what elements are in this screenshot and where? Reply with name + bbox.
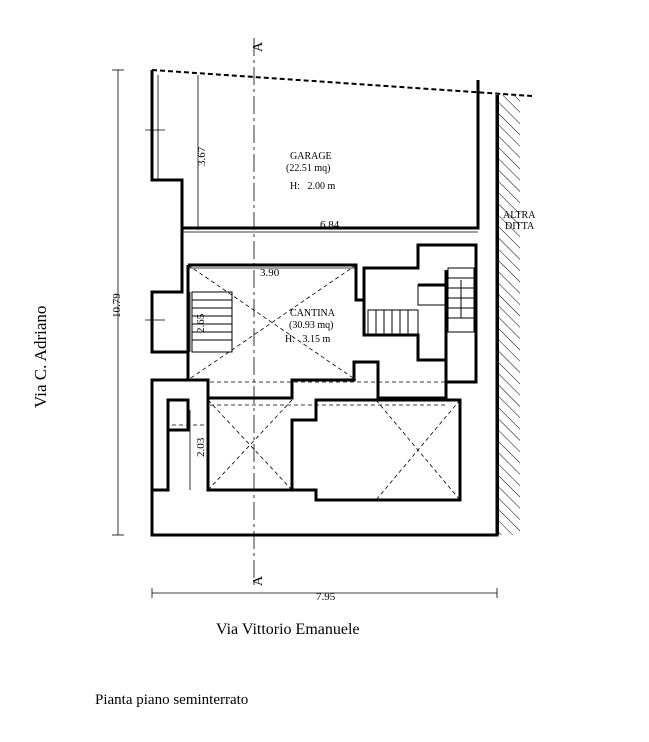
section-marker-bottom: A (251, 575, 266, 586)
ceiling-marks (172, 264, 461, 501)
dim-cantina-width: 3.90 (260, 267, 280, 279)
dim-total-height: 10.79 (111, 293, 123, 318)
cantina-name: CANTINA (290, 308, 336, 319)
stair-left (191, 291, 233, 353)
street-left: Via C. Adriano (31, 306, 50, 408)
stair-right (367, 267, 475, 335)
garage-name: GARAGE (290, 151, 332, 162)
walls (150, 70, 499, 537)
dim-stair-height: 2.65 (195, 313, 207, 333)
section-marker-top: A (251, 41, 266, 52)
dim-garage-width: 6.84 (320, 219, 340, 231)
neighbour-label-2: DITTA (505, 221, 535, 232)
neighbour-hatch (498, 95, 520, 535)
dimension-lines (112, 69, 498, 598)
garage-height: H: 2.00 m (290, 181, 336, 192)
cantina-area: (30.93 mq) (289, 320, 333, 331)
garage-area: (22.51 mq) (286, 163, 330, 174)
cantina-height: H: 3.15 m (285, 334, 331, 345)
dim-garage-height: 3.67 (196, 146, 208, 166)
street-bottom: Via Vittorio Emanuele (216, 621, 360, 638)
dim-total-width: 7.95 (316, 591, 336, 603)
neighbour-label-1: ALTRA (503, 210, 536, 221)
drawing-caption: Pianta piano seminterrato (95, 692, 249, 708)
dim-lower-height: 2.03 (195, 437, 207, 457)
top-boundary (151, 69, 533, 97)
